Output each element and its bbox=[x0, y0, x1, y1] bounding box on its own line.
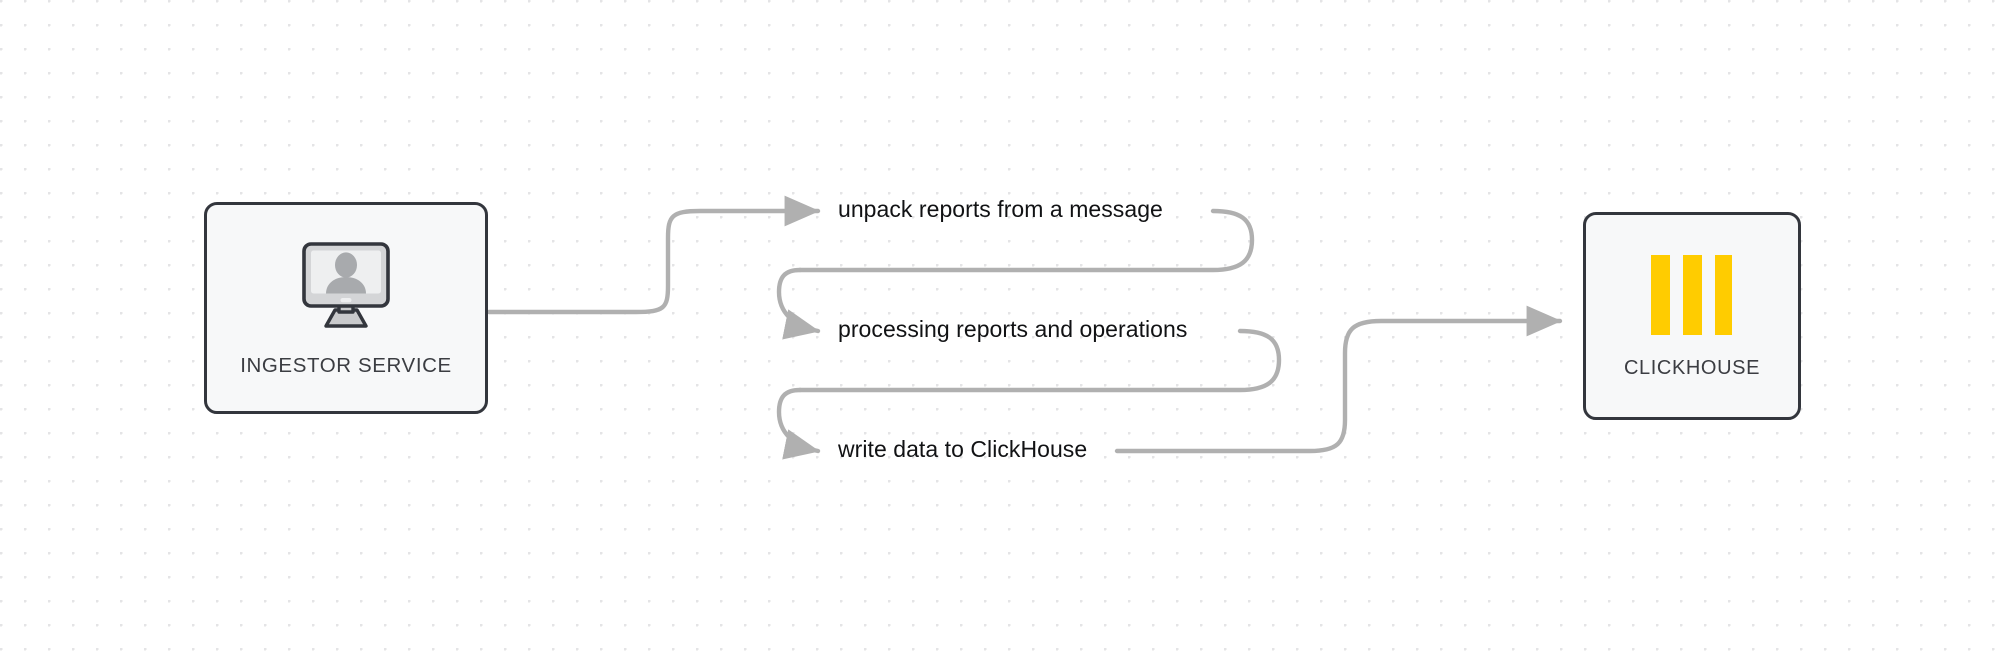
edge-label-unpack-reports: unpack reports from a message bbox=[838, 196, 1163, 222]
edge-label-processing-reports: processing reports and operations bbox=[838, 316, 1188, 342]
edge-path-processing-head bbox=[776, 267, 821, 340]
monitor-user-icon bbox=[294, 238, 398, 334]
edge-path-write-head bbox=[776, 387, 821, 460]
node-clickhouse[interactable]: CLICKHOUSE bbox=[1583, 212, 1801, 420]
node-ingestor-service[interactable]: INGESTOR SERVICE bbox=[204, 202, 488, 414]
clickhouse-bars-icon bbox=[1648, 253, 1736, 337]
node-label-clickhouse: CLICKHOUSE bbox=[1623, 356, 1761, 379]
edge-label-write-data: write data to ClickHouse bbox=[838, 436, 1088, 462]
edge-path-unpack bbox=[486, 195, 821, 315]
node-label-ingestor-service: INGESTOR SERVICE bbox=[240, 354, 452, 377]
